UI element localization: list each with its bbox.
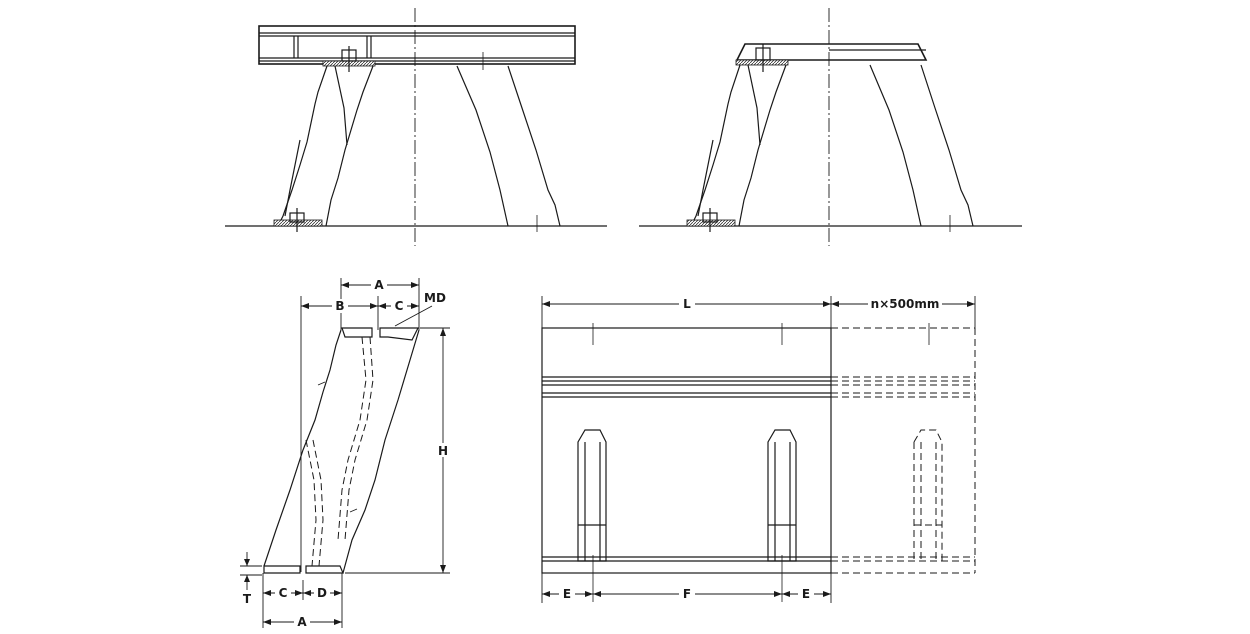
fender-leg-left — [277, 65, 374, 227]
dim-label-l: L — [683, 297, 691, 311]
top-bolt — [735, 44, 789, 72]
front-view — [541, 296, 976, 603]
dim-label-c-top: C — [395, 299, 404, 313]
leg-inner-line — [747, 64, 761, 146]
fender-leg-left — [690, 64, 787, 227]
bottom-bolt — [273, 208, 323, 232]
dim-label-md: MD — [424, 291, 446, 305]
fender-panel — [541, 327, 832, 574]
dim-label-e-right: E — [802, 587, 810, 601]
dim-label-d: D — [317, 586, 327, 600]
leg-inner-line-2 — [697, 139, 714, 217]
dim-label-h: H — [438, 444, 448, 458]
elevation-view-right — [639, 8, 1022, 246]
fender-side-profile — [263, 329, 420, 574]
bottom-bolt — [686, 208, 736, 232]
frontal-panel-thin — [735, 43, 928, 61]
leg-left — [577, 429, 607, 602]
dimension-labels: A B C MD H T C D A L n×500mm E F E — [243, 278, 942, 629]
panel-extension — [831, 323, 976, 574]
fender-leg-right — [869, 64, 974, 227]
dim-label-n-500mm: n×500mm — [871, 297, 940, 311]
leg-inner-line — [334, 65, 348, 146]
leg-inner-line-2 — [284, 139, 301, 217]
side-view — [240, 278, 450, 628]
dim-label-f: F — [683, 587, 691, 601]
dim-label-e-left: E — [563, 587, 571, 601]
dim-label-a-top: A — [374, 278, 384, 292]
dim-label-a-bottom: A — [297, 615, 307, 629]
elevation-view-left — [225, 8, 607, 246]
dim-label-b: B — [335, 299, 344, 313]
dim-label-c-bottom: C — [279, 586, 288, 600]
frontal-panel — [258, 25, 576, 65]
dim-label-t: T — [243, 592, 252, 606]
fender-leg-right — [456, 65, 561, 227]
top-bolt — [322, 46, 376, 72]
leg-right — [767, 429, 797, 602]
